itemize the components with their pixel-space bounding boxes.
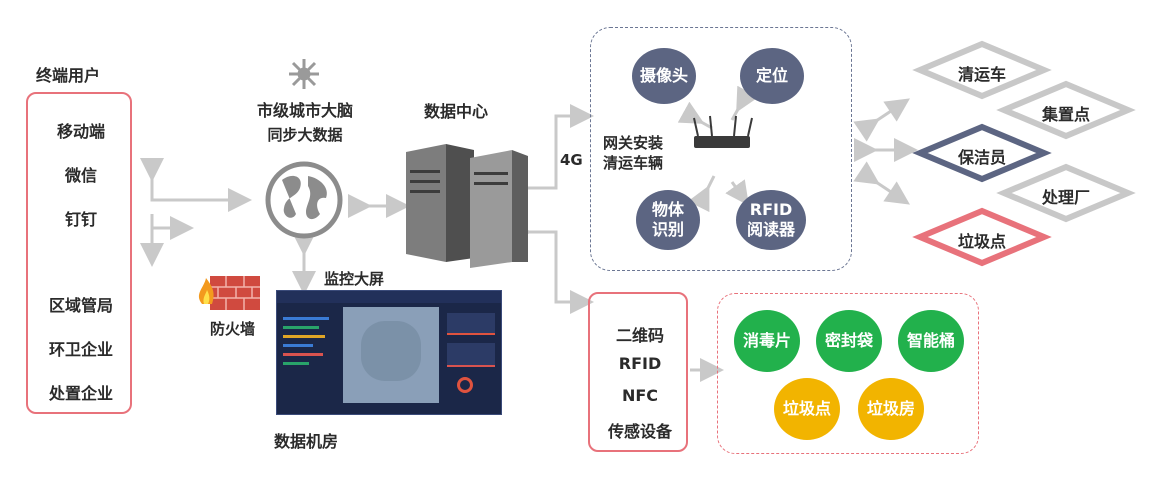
tag-sensor: 传感设备: [607, 422, 672, 441]
target-point: 垃圾点: [957, 232, 1006, 251]
arrow-gateway-rfid: [725, 179, 749, 206]
carrier-collect-room-label: 垃圾房: [866, 399, 915, 418]
carrier-disinfect-label: 消毒片: [742, 331, 791, 350]
diamond-truck: [912, 40, 1052, 100]
datacenter-title: 数据中心: [424, 102, 489, 121]
target-plant: 处理厂: [1041, 188, 1090, 207]
carrier-sealed-bag-label: 密封袋: [824, 331, 873, 350]
diamond-plant: [996, 163, 1136, 223]
carrier-collect-point-label: 垃圾点: [782, 399, 831, 418]
object-recognition-node: 物体 识别: [636, 190, 700, 250]
diamond-cleaner: [912, 123, 1052, 183]
machine-room-label: 数据机房: [274, 432, 339, 451]
object-label-2: 识别: [651, 220, 684, 239]
camera-node: 摄像头: [632, 48, 696, 104]
brain-subtitle: 同步大数据: [267, 126, 343, 144]
target-truck: 清运车: [957, 65, 1006, 84]
carrier-collect-room: 垃圾房: [858, 378, 924, 440]
firewall-icon: [198, 276, 260, 310]
tags-box: 二维码 RFID NFC 传感设备: [588, 292, 688, 452]
carrier-sealed-bag: 密封袋: [816, 310, 882, 372]
monitor-screen: [276, 290, 502, 415]
arrow-gateway-object: [687, 175, 716, 213]
tag-rfid: RFID: [618, 354, 662, 373]
object-label-1: 物体: [651, 200, 684, 219]
gateway-line1: 网关安装: [603, 134, 664, 152]
globe-icon: [265, 161, 343, 239]
arrow-gateway-locate: [730, 85, 759, 121]
server-icon: [406, 144, 528, 268]
users-box: 移动端 微信 钉钉 区域管局 环卫企业 处置企业: [26, 92, 132, 414]
carrier-disinfect: 消毒片: [734, 310, 800, 372]
monitor-label: 监控大屏: [324, 270, 385, 288]
router-icon: [693, 115, 753, 148]
carrier-smart-bin: 智能桶: [898, 310, 964, 372]
user-item-sanitation-company: 环卫企业: [48, 340, 113, 359]
user-item-dingtalk: 钉钉: [64, 210, 97, 229]
carrier-collect-point: 垃圾点: [774, 378, 840, 440]
target-cleaner: 保洁员: [957, 148, 1006, 167]
user-item-disposal-company: 处置企业: [48, 384, 113, 403]
firewall-label: 防火墙: [210, 320, 256, 338]
arrow-gateway-camera: [677, 101, 713, 130]
gateway-cloud-box: [590, 27, 852, 271]
brain-title: 市级城市大脑: [256, 101, 353, 120]
rfid-reader-node: RFID 阅读器: [736, 190, 806, 250]
carrier-smart-bin-label: 智能桶: [906, 331, 955, 350]
target-gather: 集置点: [1041, 105, 1090, 124]
locate-node: 定位: [740, 48, 804, 104]
user-item-district-bureau: 区域管局: [48, 296, 113, 315]
arrow-to-truck: [853, 98, 910, 142]
arrow-datacenter-tags: [508, 220, 594, 314]
users-title: 终端用户: [36, 66, 101, 85]
camera-label: 摄像头: [639, 66, 688, 85]
user-item-wechat: 微信: [64, 166, 97, 185]
tag-nfc: NFC: [621, 386, 659, 405]
diamond-point: [912, 207, 1052, 267]
sparkle-icon: [289, 59, 319, 89]
diamond-gather: [996, 80, 1136, 140]
gateway-line2: 清运车辆: [603, 154, 664, 172]
tag-qrcode: 二维码: [615, 326, 664, 345]
arrow-users-to-brain: [140, 158, 252, 212]
locate-label: 定位: [755, 66, 788, 85]
rfid-label-1: RFID: [749, 200, 793, 219]
arrow-datacenter-4g: [506, 104, 594, 200]
rfid-label-2: 阅读器: [746, 220, 795, 239]
label-4g: 4G: [560, 151, 583, 169]
carriers-box: [717, 293, 979, 454]
user-item-mobile: 移动端: [56, 122, 105, 141]
arrow-to-plant: [853, 161, 910, 205]
